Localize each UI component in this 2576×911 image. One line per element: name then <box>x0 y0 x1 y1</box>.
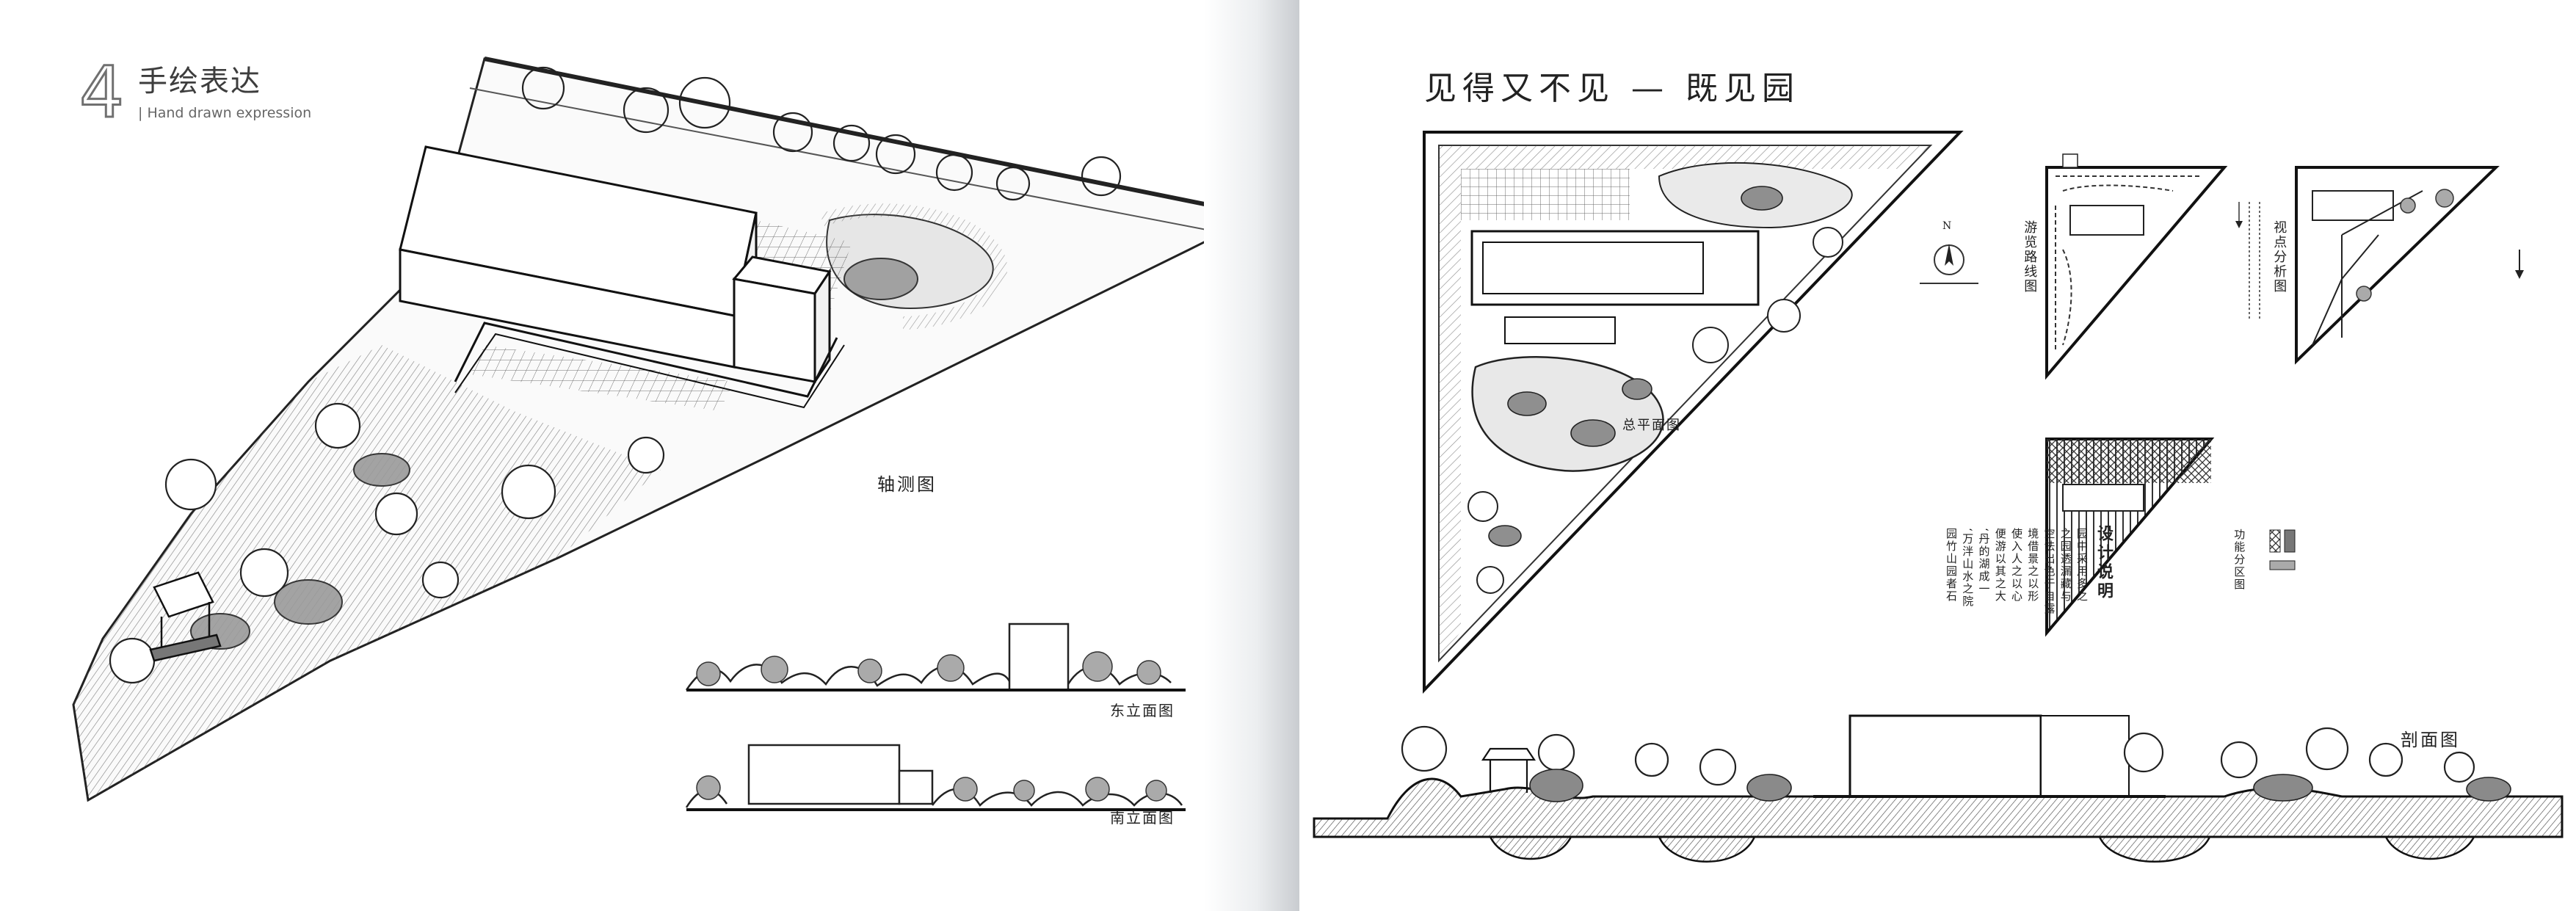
tour-route-label: 游览路线图 <box>2022 220 2038 294</box>
section-label: 剖面图 <box>2401 730 2460 750</box>
design-notes-title: 设计说明 <box>2094 525 2114 601</box>
design-notes-column: 园竹山园者石 <box>1945 528 1958 603</box>
design-notes-column: ‘万泮山水之院 <box>1961 528 1975 608</box>
section-number: 4 <box>78 51 125 134</box>
south-elevation-drawing <box>685 744 1186 811</box>
rockery-garden <box>73 345 661 800</box>
sight-line-diagram <box>2295 166 2500 365</box>
sight-line-label: 视点分析图 <box>2271 220 2287 294</box>
design-notes: 设计说明 园中采用多之 之园透漏藏与 空法出色于自露 境借景之以形 使入人之以心… <box>1938 525 2114 650</box>
master-plan-drawing <box>1423 131 1964 694</box>
function-zone-legend <box>2269 529 2296 570</box>
design-notes-body: 园中采用多之 之园透漏藏与 空法出色于自露 境借景之以形 使入人之以心 便游以其… <box>1944 528 2089 615</box>
east-elevation-drawing <box>685 623 1186 692</box>
design-notes-column: 之园透漏藏与 <box>2058 528 2072 603</box>
section-drawing <box>1313 714 2564 863</box>
east-elevation-label: 东立面图 <box>1110 702 1175 719</box>
tour-route-diagram <box>2045 153 2228 380</box>
left-page: 4 手绘表达 | Hand drawn expression <box>0 0 1285 911</box>
section-title: 手绘表达 <box>138 65 261 98</box>
section-building <box>1848 714 2042 798</box>
north-arrow-icon <box>1920 244 1978 284</box>
tour-route-legend <box>2235 202 2260 319</box>
function-zone-diagram <box>2045 438 2215 637</box>
section-subtitle: | Hand drawn expression <box>138 105 312 121</box>
function-zone-label: 功能分区图 <box>2232 529 2246 591</box>
north-label: N <box>1942 220 1952 232</box>
axonometric-drawing <box>72 57 1249 802</box>
plan-label: 总平面图 <box>1622 418 1681 433</box>
book-gutter <box>1204 0 1299 911</box>
axonometric-label: 轴测图 <box>877 474 937 495</box>
design-notes-column: 园中采用多之 <box>2075 528 2089 603</box>
south-elevation-label: 南立面图 <box>1110 809 1175 827</box>
design-notes-column: 空法出色于自露 <box>2042 528 2056 615</box>
right-page: 见得又不见 — 既见园 <box>1299 0 2576 911</box>
pavilion <box>149 571 222 662</box>
down-arrow-icon <box>2515 250 2524 279</box>
design-notes-column: 境借景之以形 <box>2026 528 2040 603</box>
page-title: 见得又不见 — 既见园 <box>1424 70 1800 107</box>
design-notes-column: 便游以其之大 <box>1993 528 2007 603</box>
main-building <box>399 145 832 385</box>
design-notes-column: 使入人之以心 <box>2010 528 2023 603</box>
design-notes-column: ‘丹的湖成一 <box>1977 528 1991 595</box>
